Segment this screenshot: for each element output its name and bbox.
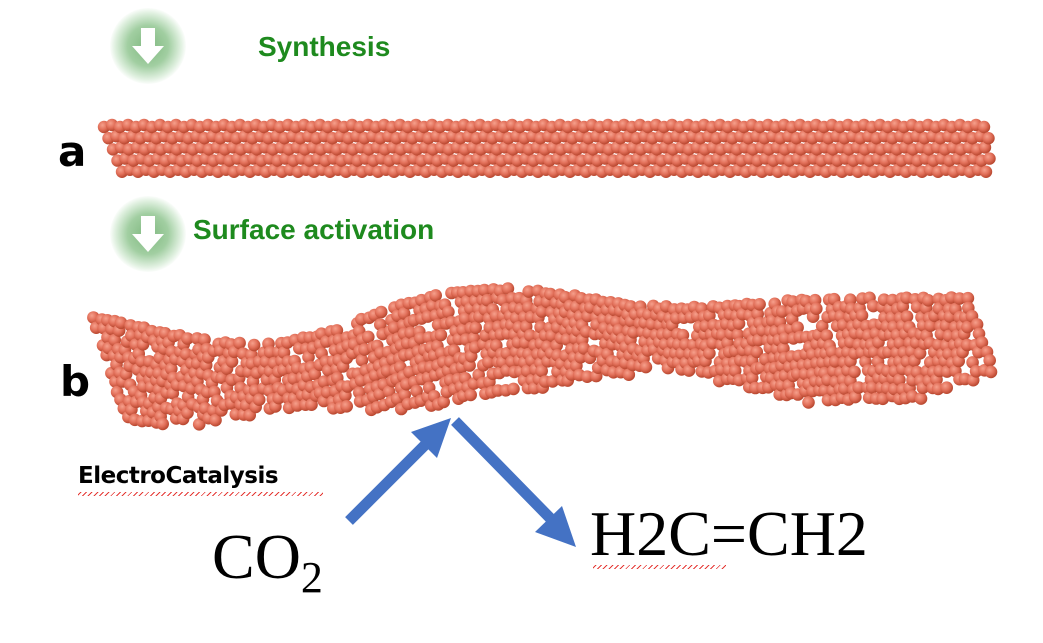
panel-label-b: b (60, 357, 91, 406)
electrocatalysis-label: ElectroCatalysis (78, 463, 279, 489)
down-arrow-icon (110, 196, 186, 272)
step-label-surface-activation: Surface activation (193, 214, 435, 245)
arrow-down-icon (451, 417, 576, 547)
co2-main: CO (212, 521, 301, 592)
reactant-co2: CO2 (212, 520, 323, 603)
down-arrow-icon (110, 8, 186, 84)
arrow-up-icon (345, 418, 451, 525)
panel-label-a: a (58, 127, 87, 176)
step-label-synthesis: Synthesis (258, 31, 391, 62)
co2-subscript: 2 (300, 553, 323, 602)
spellcheck-underline (593, 565, 726, 569)
spellcheck-underline (78, 492, 323, 496)
product-ethylene: H2C=CH2 (590, 498, 868, 569)
